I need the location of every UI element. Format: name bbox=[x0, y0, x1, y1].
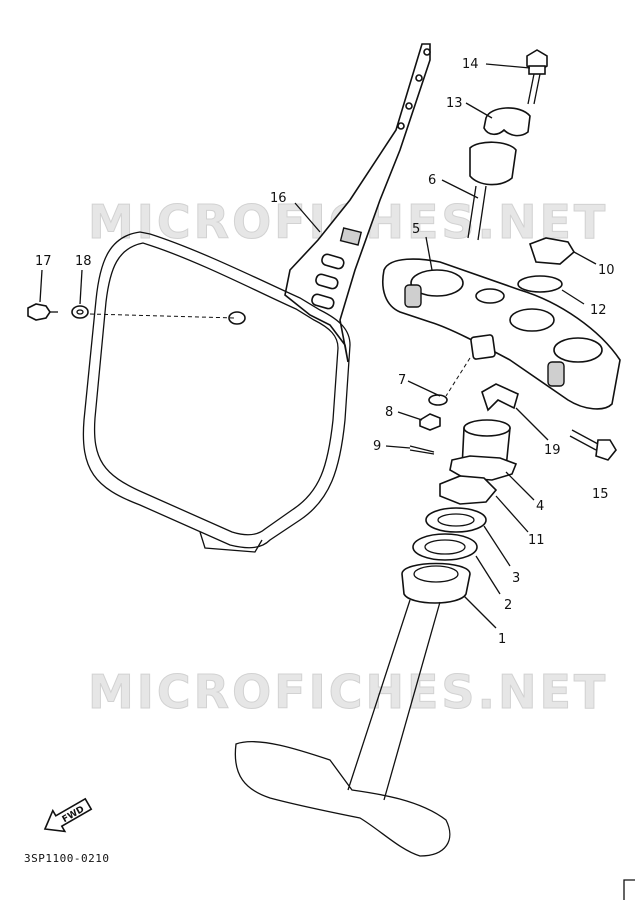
nut-10 bbox=[528, 237, 576, 265]
bearing-1 bbox=[401, 562, 471, 604]
washer-12 bbox=[517, 275, 563, 293]
callout-13: 13 bbox=[446, 96, 463, 111]
callout-8: 8 bbox=[385, 405, 393, 420]
callout-9: 9 bbox=[373, 439, 381, 454]
bolt-14 bbox=[526, 49, 548, 105]
lock-washer-19 bbox=[481, 383, 519, 412]
callout-4: 4 bbox=[536, 499, 544, 514]
callout-3: 3 bbox=[512, 571, 520, 586]
bolt-15 bbox=[569, 429, 617, 461]
ring-nut-11 bbox=[439, 475, 498, 505]
callout-19: 19 bbox=[544, 443, 561, 458]
washer-18 bbox=[71, 305, 89, 319]
fwd-arrow-icon: FWD bbox=[43, 797, 93, 833]
bolt-17 bbox=[27, 303, 58, 321]
ring-nut-4 bbox=[449, 419, 518, 481]
number-plate-16 bbox=[82, 43, 431, 553]
clamp-13 bbox=[483, 107, 531, 137]
callout-16: 16 bbox=[270, 191, 287, 206]
callout-12: 12 bbox=[590, 303, 607, 318]
callout-6: 6 bbox=[428, 173, 436, 188]
holder-6 bbox=[467, 141, 517, 241]
callout-7: 7 bbox=[398, 373, 406, 388]
steering-stem bbox=[234, 599, 451, 857]
callout-2: 2 bbox=[504, 598, 512, 613]
callout-15: 15 bbox=[592, 487, 609, 502]
pin-9 bbox=[409, 445, 435, 455]
diagram-code: 3SP1100-0210 bbox=[24, 852, 109, 865]
leader-18-16 bbox=[89, 313, 237, 319]
upper-bracket-5 bbox=[382, 258, 621, 410]
corner-mark bbox=[623, 879, 635, 900]
callout-18: 18 bbox=[75, 254, 92, 269]
callout-10: 10 bbox=[598, 263, 615, 278]
callout-14: 14 bbox=[462, 57, 479, 72]
callout-1: 1 bbox=[498, 632, 506, 647]
leader-lines bbox=[294, 63, 597, 629]
callout-11: 11 bbox=[528, 533, 545, 548]
bearing-2 bbox=[412, 533, 478, 561]
nut-8 bbox=[419, 413, 441, 431]
callout-5: 5 bbox=[412, 222, 420, 237]
seal-3 bbox=[425, 507, 487, 533]
callout-17: 17 bbox=[35, 254, 52, 269]
watermark-bottom: MICROFICHES.NET bbox=[88, 665, 608, 719]
